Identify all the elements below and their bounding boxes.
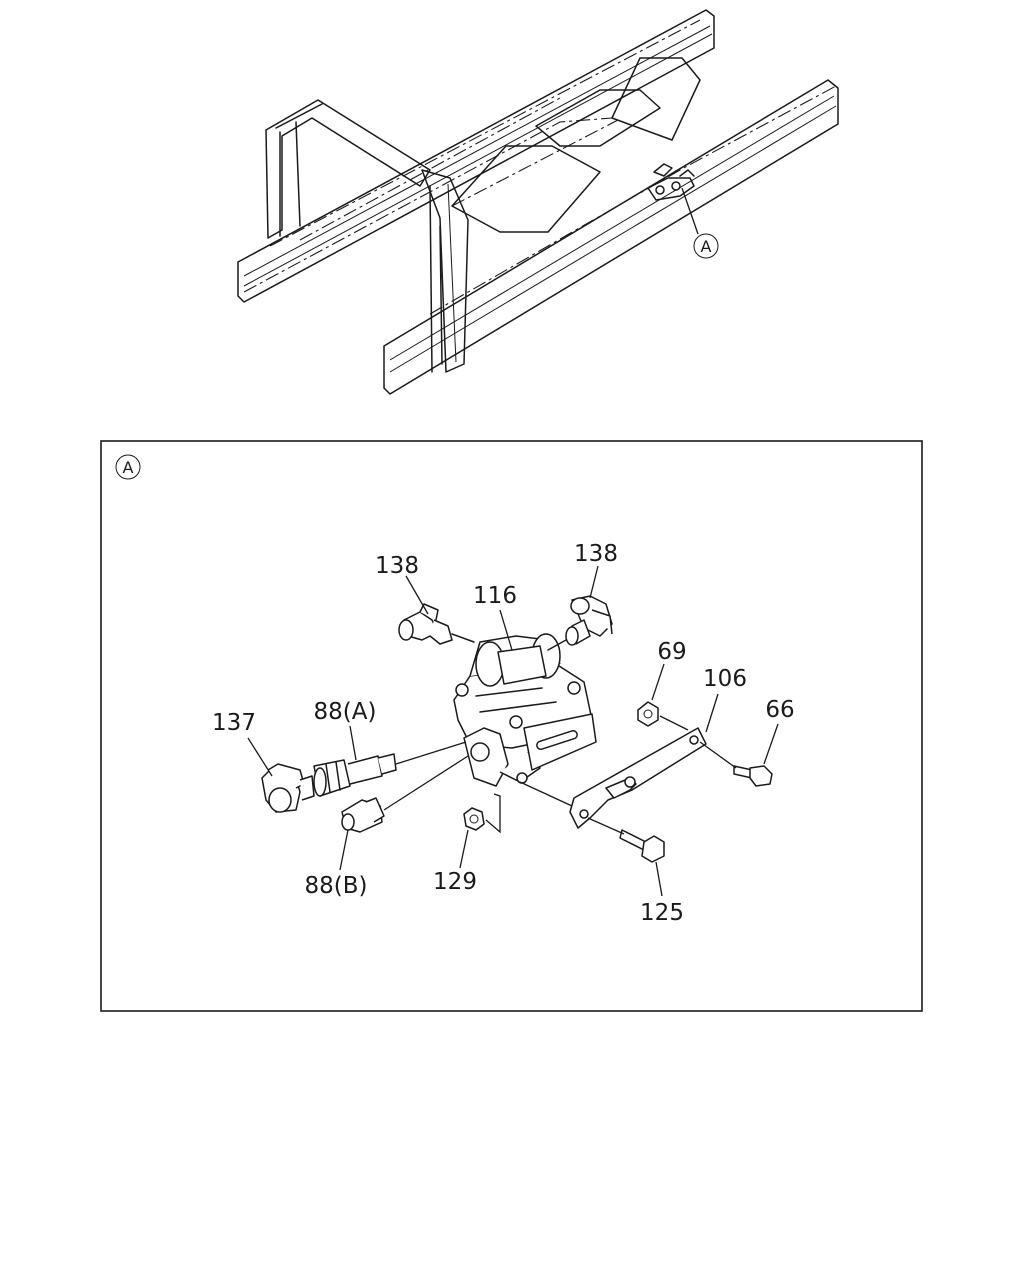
part-label-88b: 88(B) <box>305 873 368 899</box>
part-label-88a: 88(A) <box>314 699 377 725</box>
part-label-137: 137 <box>212 710 256 736</box>
nut-69 <box>637 701 689 731</box>
part-label-125: 125 <box>640 900 684 926</box>
bolt-66 <box>699 741 773 787</box>
detail-callout-a: A <box>123 458 134 477</box>
part-label-106: 106 <box>703 666 747 692</box>
connector-88b <box>341 755 469 833</box>
detail-view-a: A <box>100 440 923 1012</box>
bolt-125 <box>587 817 665 863</box>
part-label-66: 66 <box>765 697 794 723</box>
bracket-106 <box>519 727 707 829</box>
part-label-138-right: 138 <box>574 541 618 567</box>
part-label-138-left: 138 <box>375 553 419 579</box>
overview-callout-a: A <box>701 237 712 256</box>
part-label-69: 69 <box>657 639 686 665</box>
valve-location-marker <box>647 163 695 201</box>
elbow-137 <box>261 763 315 813</box>
nut-129 <box>463 793 501 834</box>
part-label-116: 116 <box>473 583 517 609</box>
valve-body-116 <box>453 633 597 787</box>
part-label-129: 129 <box>433 869 477 895</box>
connector-88a <box>313 741 467 797</box>
chassis-frame-overview: A <box>237 9 839 395</box>
elbow-fitting-138-left <box>398 603 475 645</box>
